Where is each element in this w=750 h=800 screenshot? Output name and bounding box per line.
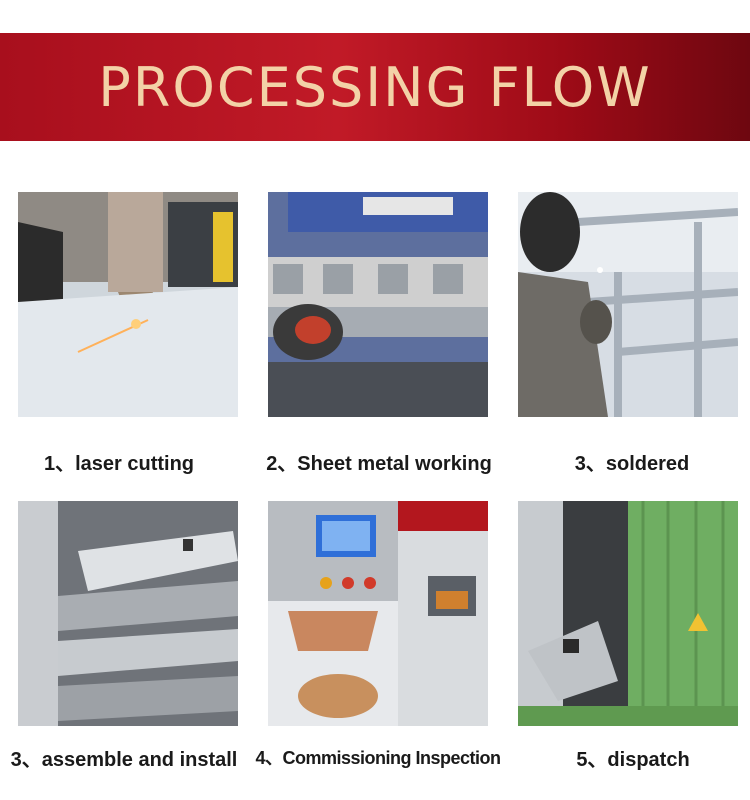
inspection-photo [268, 501, 488, 726]
step-2-caption: 2、Sheet metal working [266, 453, 492, 475]
title-banner: PROCESSING FLOW [0, 33, 750, 141]
step-5-caption: 4、Commissioning Inspection [255, 748, 501, 768]
step-6-caption: 5、dispatch [576, 749, 690, 771]
press-brake-photo [268, 192, 488, 417]
page-title: PROCESSING FLOW [98, 55, 652, 119]
laser-cutting-photo [18, 192, 238, 417]
container-dispatch-photo [518, 501, 738, 726]
welding-photo [518, 192, 738, 417]
step-3-caption: 3、soldered [574, 453, 690, 475]
assembly-photo [18, 501, 238, 726]
step-1-caption: 1、laser cutting [43, 453, 195, 475]
step-4-caption: 3、assemble and install [10, 749, 238, 771]
